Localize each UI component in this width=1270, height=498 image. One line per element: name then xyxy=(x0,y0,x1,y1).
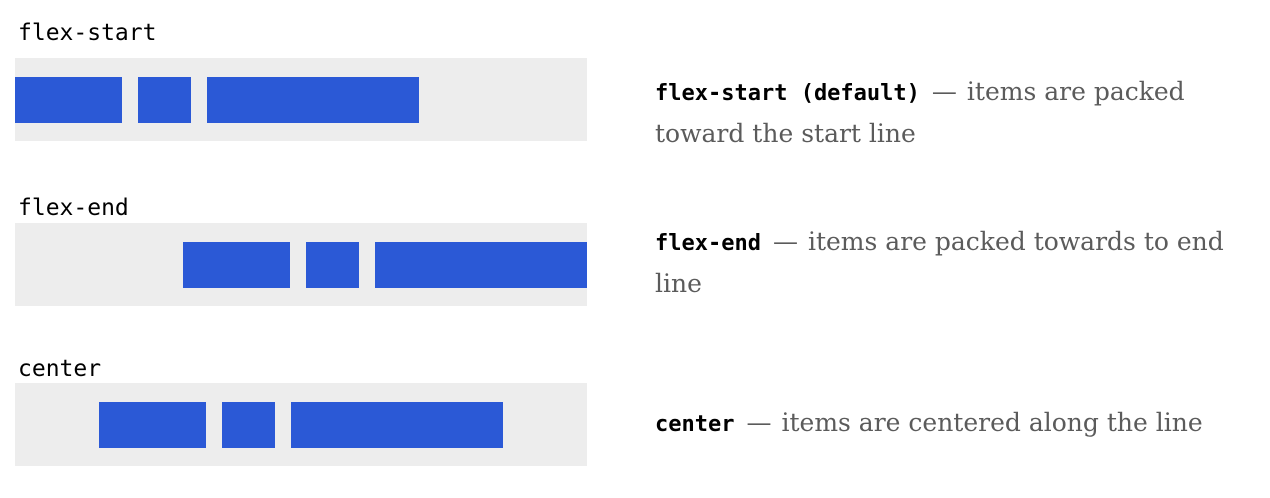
em-dash: — xyxy=(931,77,957,106)
keyword-flex-end: flex-end xyxy=(655,231,761,256)
flex-container-flex-end xyxy=(15,223,587,306)
example-label-flex-start: flex-start xyxy=(18,20,157,46)
em-dash: — xyxy=(746,408,772,437)
flex-container-center xyxy=(15,383,587,466)
flex-container-flex-start xyxy=(15,58,587,141)
description-center: center — items are centered along the line xyxy=(655,403,1255,445)
flex-item xyxy=(99,401,206,448)
example-label-flex-end: flex-end xyxy=(18,195,129,221)
flex-item xyxy=(222,401,275,448)
example-label-center: center xyxy=(18,356,102,382)
keyword-flex-start: flex-start (default) xyxy=(655,81,920,106)
description-text: items are packed toward the start line xyxy=(655,77,1185,148)
description-text: items are packed towards to end line xyxy=(655,227,1224,298)
description-flex-end: flex-end —items are packed towards to end… xyxy=(655,222,1255,304)
description-text: items are centered along the line xyxy=(781,408,1203,437)
em-dash: — xyxy=(772,227,798,256)
description-flex-start: flex-start (default) —items are packed to… xyxy=(655,72,1255,154)
flex-item xyxy=(207,76,419,123)
flex-item xyxy=(375,241,587,288)
flex-item xyxy=(306,241,359,288)
flex-item xyxy=(291,401,503,448)
flex-item xyxy=(183,241,290,288)
flex-item xyxy=(15,76,122,123)
keyword-center: center xyxy=(655,412,735,437)
flex-item xyxy=(138,76,191,123)
